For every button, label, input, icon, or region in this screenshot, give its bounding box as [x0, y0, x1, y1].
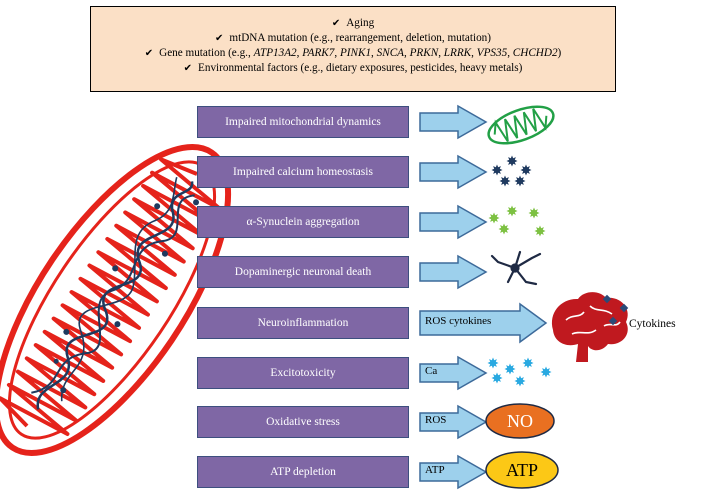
risk-factor-text: PINK1	[339, 47, 372, 59]
cytokine-particles-icon	[602, 294, 629, 326]
risk-factor-text: Gene mutation (e.g.,	[159, 47, 254, 59]
dead-neuron-icon	[490, 250, 542, 286]
synuclein-aggregate-icon	[506, 205, 518, 217]
risk-factor-text: ,	[404, 47, 410, 59]
mechanism-box: Neuroinflammation	[197, 307, 409, 339]
arrow-icon	[419, 355, 488, 391]
atp-label: ATP	[505, 459, 538, 480]
risk-factor-item: ✔ mtDNA mutation (e.g., rearrangement, de…	[91, 31, 615, 46]
atp-oval-icon	[485, 451, 559, 489]
mechanism-box: Oxidative stress	[197, 406, 409, 438]
risk-factor-text: CHCHD2	[512, 47, 558, 59]
synuclein-aggregate-icon	[488, 212, 500, 224]
risk-factor-item: ✔ Gene mutation (e.g., ATP13A2, PARK7, PI…	[91, 46, 615, 61]
arrow-icon	[419, 454, 488, 490]
no-oval-icon	[485, 403, 555, 439]
arrow-label: Ca	[425, 365, 438, 377]
arrow-label: ROS	[425, 414, 447, 426]
arrow-icon	[419, 154, 488, 190]
calcium-particle-icon	[487, 357, 499, 369]
synuclein-aggregate-icon	[528, 207, 540, 219]
risk-factor-text: ,	[334, 47, 340, 59]
risk-factor-text: mtDNA mutation (e.g., rearrangement, del…	[229, 32, 491, 44]
arrow-icon	[419, 404, 488, 440]
arrow-icon	[419, 204, 488, 240]
check-icon: ✔	[215, 33, 224, 44]
risk-factor-text: ,	[507, 47, 513, 59]
synuclein-aggregate-icon	[534, 225, 546, 237]
cytokines-label: Cytokines	[629, 318, 676, 330]
risk-factor-text: ,	[438, 47, 444, 59]
risk-factor-item: ✔ Aging	[91, 16, 615, 31]
calcium-particle-icon	[504, 363, 516, 375]
mechanism-box: Impaired calcium homeostasis	[197, 156, 409, 188]
risk-factor-text: ,	[371, 47, 377, 59]
arrow-icon	[419, 104, 488, 140]
brain-icon	[551, 292, 628, 362]
calcium-particle-icon	[499, 175, 511, 187]
calcium-particle-icon	[491, 164, 503, 176]
mechanism-box: Dopaminergic neuronal death	[197, 256, 409, 288]
risk-factor-text: ,	[471, 47, 477, 59]
check-icon: ✔	[331, 18, 341, 29]
check-icon: ✔	[144, 48, 154, 59]
risk-factor-text: PRKN	[409, 47, 439, 59]
arrow-label: ATP	[425, 464, 445, 476]
synuclein-aggregate-icon	[498, 223, 510, 235]
risk-factor-text: ,	[296, 47, 303, 59]
risk-factor-item: ✔ Environmental factors (e.g., dietary ex…	[91, 61, 615, 76]
risk-factor-text: SNCA	[376, 47, 404, 59]
calcium-particle-icon	[514, 175, 526, 187]
mechanism-box: Impaired mitochondrial dynamics	[197, 106, 409, 138]
risk-factor-text: Aging	[346, 17, 375, 29]
arrow-icon	[419, 254, 488, 290]
risk-factors-box: ✔ Aging ✔ mtDNA mutation (e.g., rearrangeme…	[90, 6, 616, 92]
calcium-particle-icon	[520, 164, 532, 176]
mitochondrion-icon	[487, 105, 555, 145]
mechanism-box: α-Synuclein aggregation	[197, 206, 409, 238]
check-icon: ✔	[183, 63, 193, 74]
calcium-particle-icon	[506, 155, 518, 167]
calcium-particle-icon	[514, 375, 526, 387]
large-mitochondrion-icon	[0, 144, 232, 456]
risk-factor-text: )	[557, 47, 562, 59]
mechanism-box: Excitotoxicity	[197, 357, 409, 389]
no-label: NO	[507, 410, 533, 431]
risk-factor-text: ATP13A2	[253, 47, 297, 59]
risk-factor-text: LRRK	[443, 47, 472, 59]
mechanism-box: ATP depletion	[197, 456, 409, 488]
calcium-particle-icon	[522, 357, 534, 369]
arrow-icon	[419, 302, 548, 344]
risk-factor-text: Environmental factors (e.g., dietary exp…	[198, 62, 523, 74]
risk-factor-text: VPS35	[476, 47, 508, 59]
calcium-particle-icon	[540, 366, 552, 378]
calcium-particle-icon	[491, 372, 503, 384]
risk-factor-text: PARK7	[302, 47, 335, 59]
arrow-label: ROS cytokines	[425, 315, 492, 327]
